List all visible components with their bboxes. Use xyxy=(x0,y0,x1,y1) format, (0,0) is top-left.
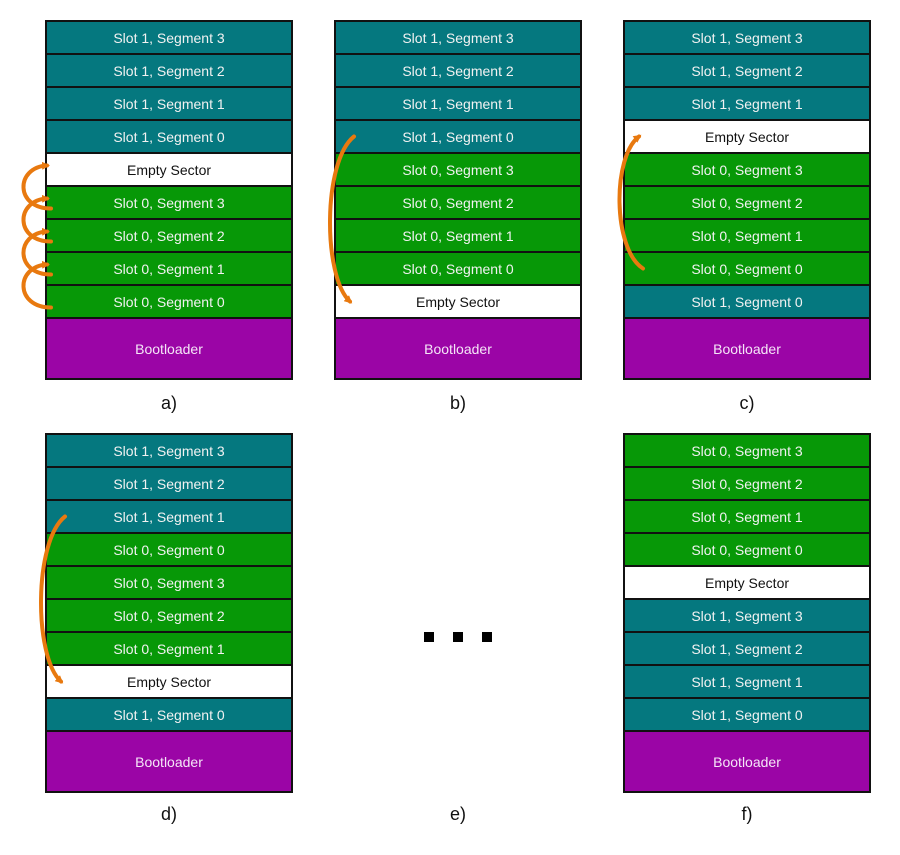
segment-cell: Slot 0, Segment 2 xyxy=(625,468,869,499)
segment-cell: Slot 0, Segment 3 xyxy=(336,154,580,185)
segment-cell: Slot 1, Segment 0 xyxy=(625,699,869,730)
segment-cell: Slot 0, Segment 1 xyxy=(336,220,580,251)
segment-cell: Slot 0, Segment 0 xyxy=(47,534,291,565)
segment-cell: Slot 0, Segment 0 xyxy=(625,253,869,284)
segment-cell: Slot 0, Segment 2 xyxy=(47,600,291,631)
empty-sector: Empty Sector xyxy=(625,121,869,152)
segment-cell: Slot 0, Segment 2 xyxy=(336,187,580,218)
segment-cell: Slot 1, Segment 1 xyxy=(47,88,291,119)
segment-cell: Slot 0, Segment 3 xyxy=(625,154,869,185)
ellipsis-dot xyxy=(424,632,434,642)
segment-cell: Slot 1, Segment 0 xyxy=(336,121,580,152)
segment-cell: Slot 1, Segment 3 xyxy=(625,600,869,631)
caption-c: c) xyxy=(739,393,755,413)
segment-cell: Slot 0, Segment 0 xyxy=(625,534,869,565)
segment-cell: Slot 1, Segment 3 xyxy=(47,435,291,466)
segment-cell: Slot 0, Segment 0 xyxy=(47,286,291,317)
caption-b: b) xyxy=(449,393,466,413)
segment-cell: Slot 1, Segment 2 xyxy=(47,468,291,499)
caption-a: a) xyxy=(160,393,177,413)
empty-sector: Empty Sector xyxy=(47,666,291,697)
caption-e: e) xyxy=(449,804,466,824)
segment-cell: Slot 1, Segment 3 xyxy=(625,22,869,53)
segment-cell: Slot 1, Segment 1 xyxy=(625,88,869,119)
segment-cell: Slot 1, Segment 2 xyxy=(625,633,869,664)
empty-sector: Empty Sector xyxy=(625,567,869,598)
empty-sector: Empty Sector xyxy=(336,286,580,317)
segment-cell: Slot 0, Segment 3 xyxy=(47,187,291,218)
bootloader-sector: Bootloader xyxy=(625,319,869,378)
segment-cell: Slot 0, Segment 1 xyxy=(47,633,291,664)
segment-cell: Slot 1, Segment 1 xyxy=(47,501,291,532)
segment-cell: Slot 0, Segment 0 xyxy=(336,253,580,284)
segment-cell: Slot 0, Segment 2 xyxy=(47,220,291,251)
ellipsis-dot xyxy=(453,632,463,642)
segment-cell: Slot 1, Segment 0 xyxy=(625,286,869,317)
segment-cell: Slot 1, Segment 2 xyxy=(336,55,580,86)
segment-cell: Slot 1, Segment 1 xyxy=(625,666,869,697)
empty-sector: Empty Sector xyxy=(47,154,291,185)
segment-cell: Slot 1, Segment 3 xyxy=(47,22,291,53)
bootloader-sector: Bootloader xyxy=(625,732,869,791)
bootloader-sector: Bootloader xyxy=(47,732,291,791)
segment-cell: Slot 0, Segment 1 xyxy=(625,501,869,532)
bootloader-sector: Bootloader xyxy=(47,319,291,378)
segment-cell: Slot 0, Segment 3 xyxy=(625,435,869,466)
segment-cell: Slot 0, Segment 1 xyxy=(625,220,869,251)
segment-cell: Slot 1, Segment 1 xyxy=(336,88,580,119)
caption-f: f) xyxy=(741,804,753,824)
segment-cell: Slot 1, Segment 2 xyxy=(47,55,291,86)
ellipsis-dot xyxy=(482,632,492,642)
caption-d: d) xyxy=(160,804,177,824)
segment-cell: Slot 0, Segment 2 xyxy=(625,187,869,218)
segment-cell: Slot 0, Segment 1 xyxy=(47,253,291,284)
segment-cell: Slot 0, Segment 3 xyxy=(47,567,291,598)
segment-cell: Slot 1, Segment 3 xyxy=(336,22,580,53)
segment-cell: Slot 1, Segment 0 xyxy=(47,699,291,730)
bootloader-sector: Bootloader xyxy=(336,319,580,378)
segment-cell: Slot 1, Segment 2 xyxy=(625,55,869,86)
segment-cell: Slot 1, Segment 0 xyxy=(47,121,291,152)
